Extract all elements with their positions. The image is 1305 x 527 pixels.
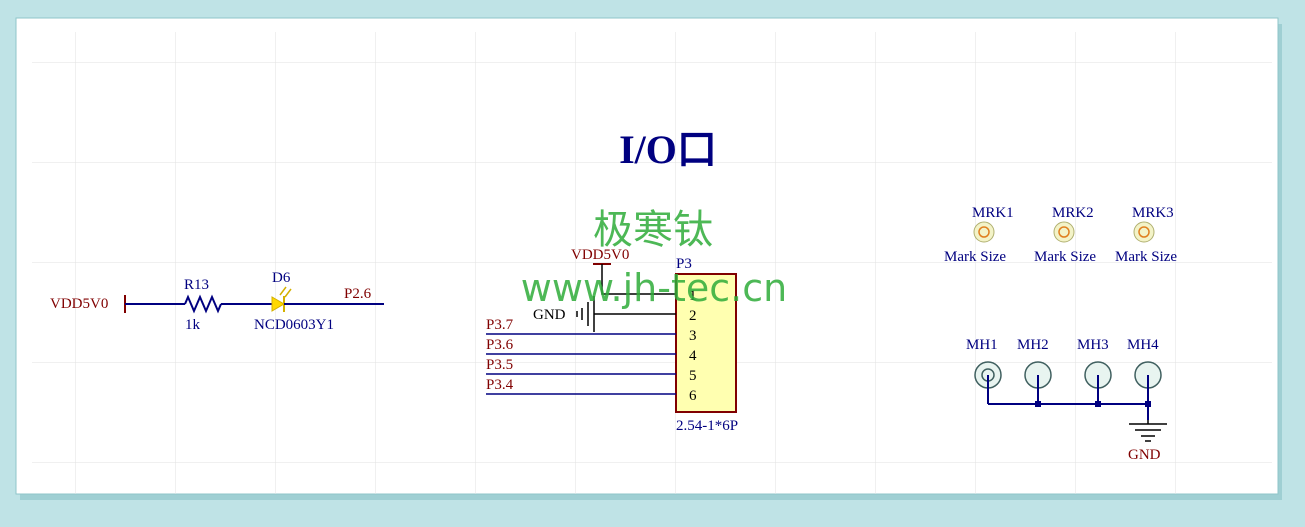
resistor-ref: R13 bbox=[184, 277, 209, 293]
mark-label: Mark Size bbox=[1115, 249, 1177, 265]
resistor-value: 1k bbox=[185, 317, 201, 333]
connector-ref: P3 bbox=[676, 256, 692, 272]
mark-ref: MRK2 bbox=[1052, 205, 1094, 221]
mark-label: Mark Size bbox=[944, 249, 1006, 265]
led-ref: D6 bbox=[272, 270, 291, 286]
fiducial-icon bbox=[1053, 221, 1075, 243]
pin-number: 3 bbox=[689, 328, 697, 344]
hole-ref: MH4 bbox=[1127, 337, 1159, 353]
connector-body bbox=[675, 273, 737, 413]
net-label-p26: P2.6 bbox=[344, 286, 372, 302]
junction-dot bbox=[1145, 401, 1151, 407]
wire bbox=[601, 264, 676, 295]
mark-label: Mark Size bbox=[1034, 249, 1096, 265]
page-title: I/O口 bbox=[619, 127, 717, 172]
resistor-r13-symbol bbox=[184, 294, 222, 314]
sheet-grid bbox=[32, 32, 1272, 494]
watermark-url: www.jh-tec.cn bbox=[521, 266, 787, 310]
net-label-p35: P3.5 bbox=[486, 357, 513, 373]
pin-number: 2 bbox=[689, 308, 697, 324]
mounting-holes: MH1 MH2 MH3 MH4 GND bbox=[966, 337, 1167, 463]
watermark-cn: 极寒钛 bbox=[593, 207, 713, 253]
connector-p3: P3 2.54-1*6P 1 2 3 4 5 6 VDD5V0 GND P3.7… bbox=[486, 247, 738, 434]
mark-ref: MRK3 bbox=[1132, 205, 1174, 221]
junction-dot bbox=[1095, 401, 1101, 407]
pin-number: 4 bbox=[689, 348, 697, 364]
led-part: NCD0603Y1 bbox=[254, 317, 334, 333]
junction-dot bbox=[1035, 401, 1041, 407]
connector-ground-label: GND bbox=[533, 307, 566, 323]
hole-ref: MH3 bbox=[1077, 337, 1109, 353]
fiducial-marks: MRK1 MRK2 MRK3 Mark Size Mark Size Mark … bbox=[944, 205, 1177, 265]
fiducial-icon bbox=[1133, 221, 1155, 243]
mark-ref: MRK1 bbox=[972, 205, 1014, 221]
hole-ref: MH1 bbox=[966, 337, 998, 353]
hole-ground-label: GND bbox=[1128, 447, 1161, 463]
connector-footprint: 2.54-1*6P bbox=[676, 418, 738, 434]
led-circuit: VDD5V0 R13 1k D6 NCD0603Y1 P2.6 bbox=[50, 270, 384, 333]
pin-number: 1 bbox=[689, 288, 697, 304]
fiducial-icon bbox=[973, 221, 995, 243]
net-label-p34: P3.4 bbox=[486, 377, 514, 393]
hole-ref: MH2 bbox=[1017, 337, 1049, 353]
net-label-p36: P3.6 bbox=[486, 337, 514, 353]
pin-number: 5 bbox=[689, 368, 697, 384]
pin-number: 6 bbox=[689, 388, 697, 404]
net-label-p37: P3.7 bbox=[486, 317, 514, 333]
connector-power-label: VDD5V0 bbox=[571, 247, 629, 263]
led-power-label: VDD5V0 bbox=[50, 296, 108, 312]
